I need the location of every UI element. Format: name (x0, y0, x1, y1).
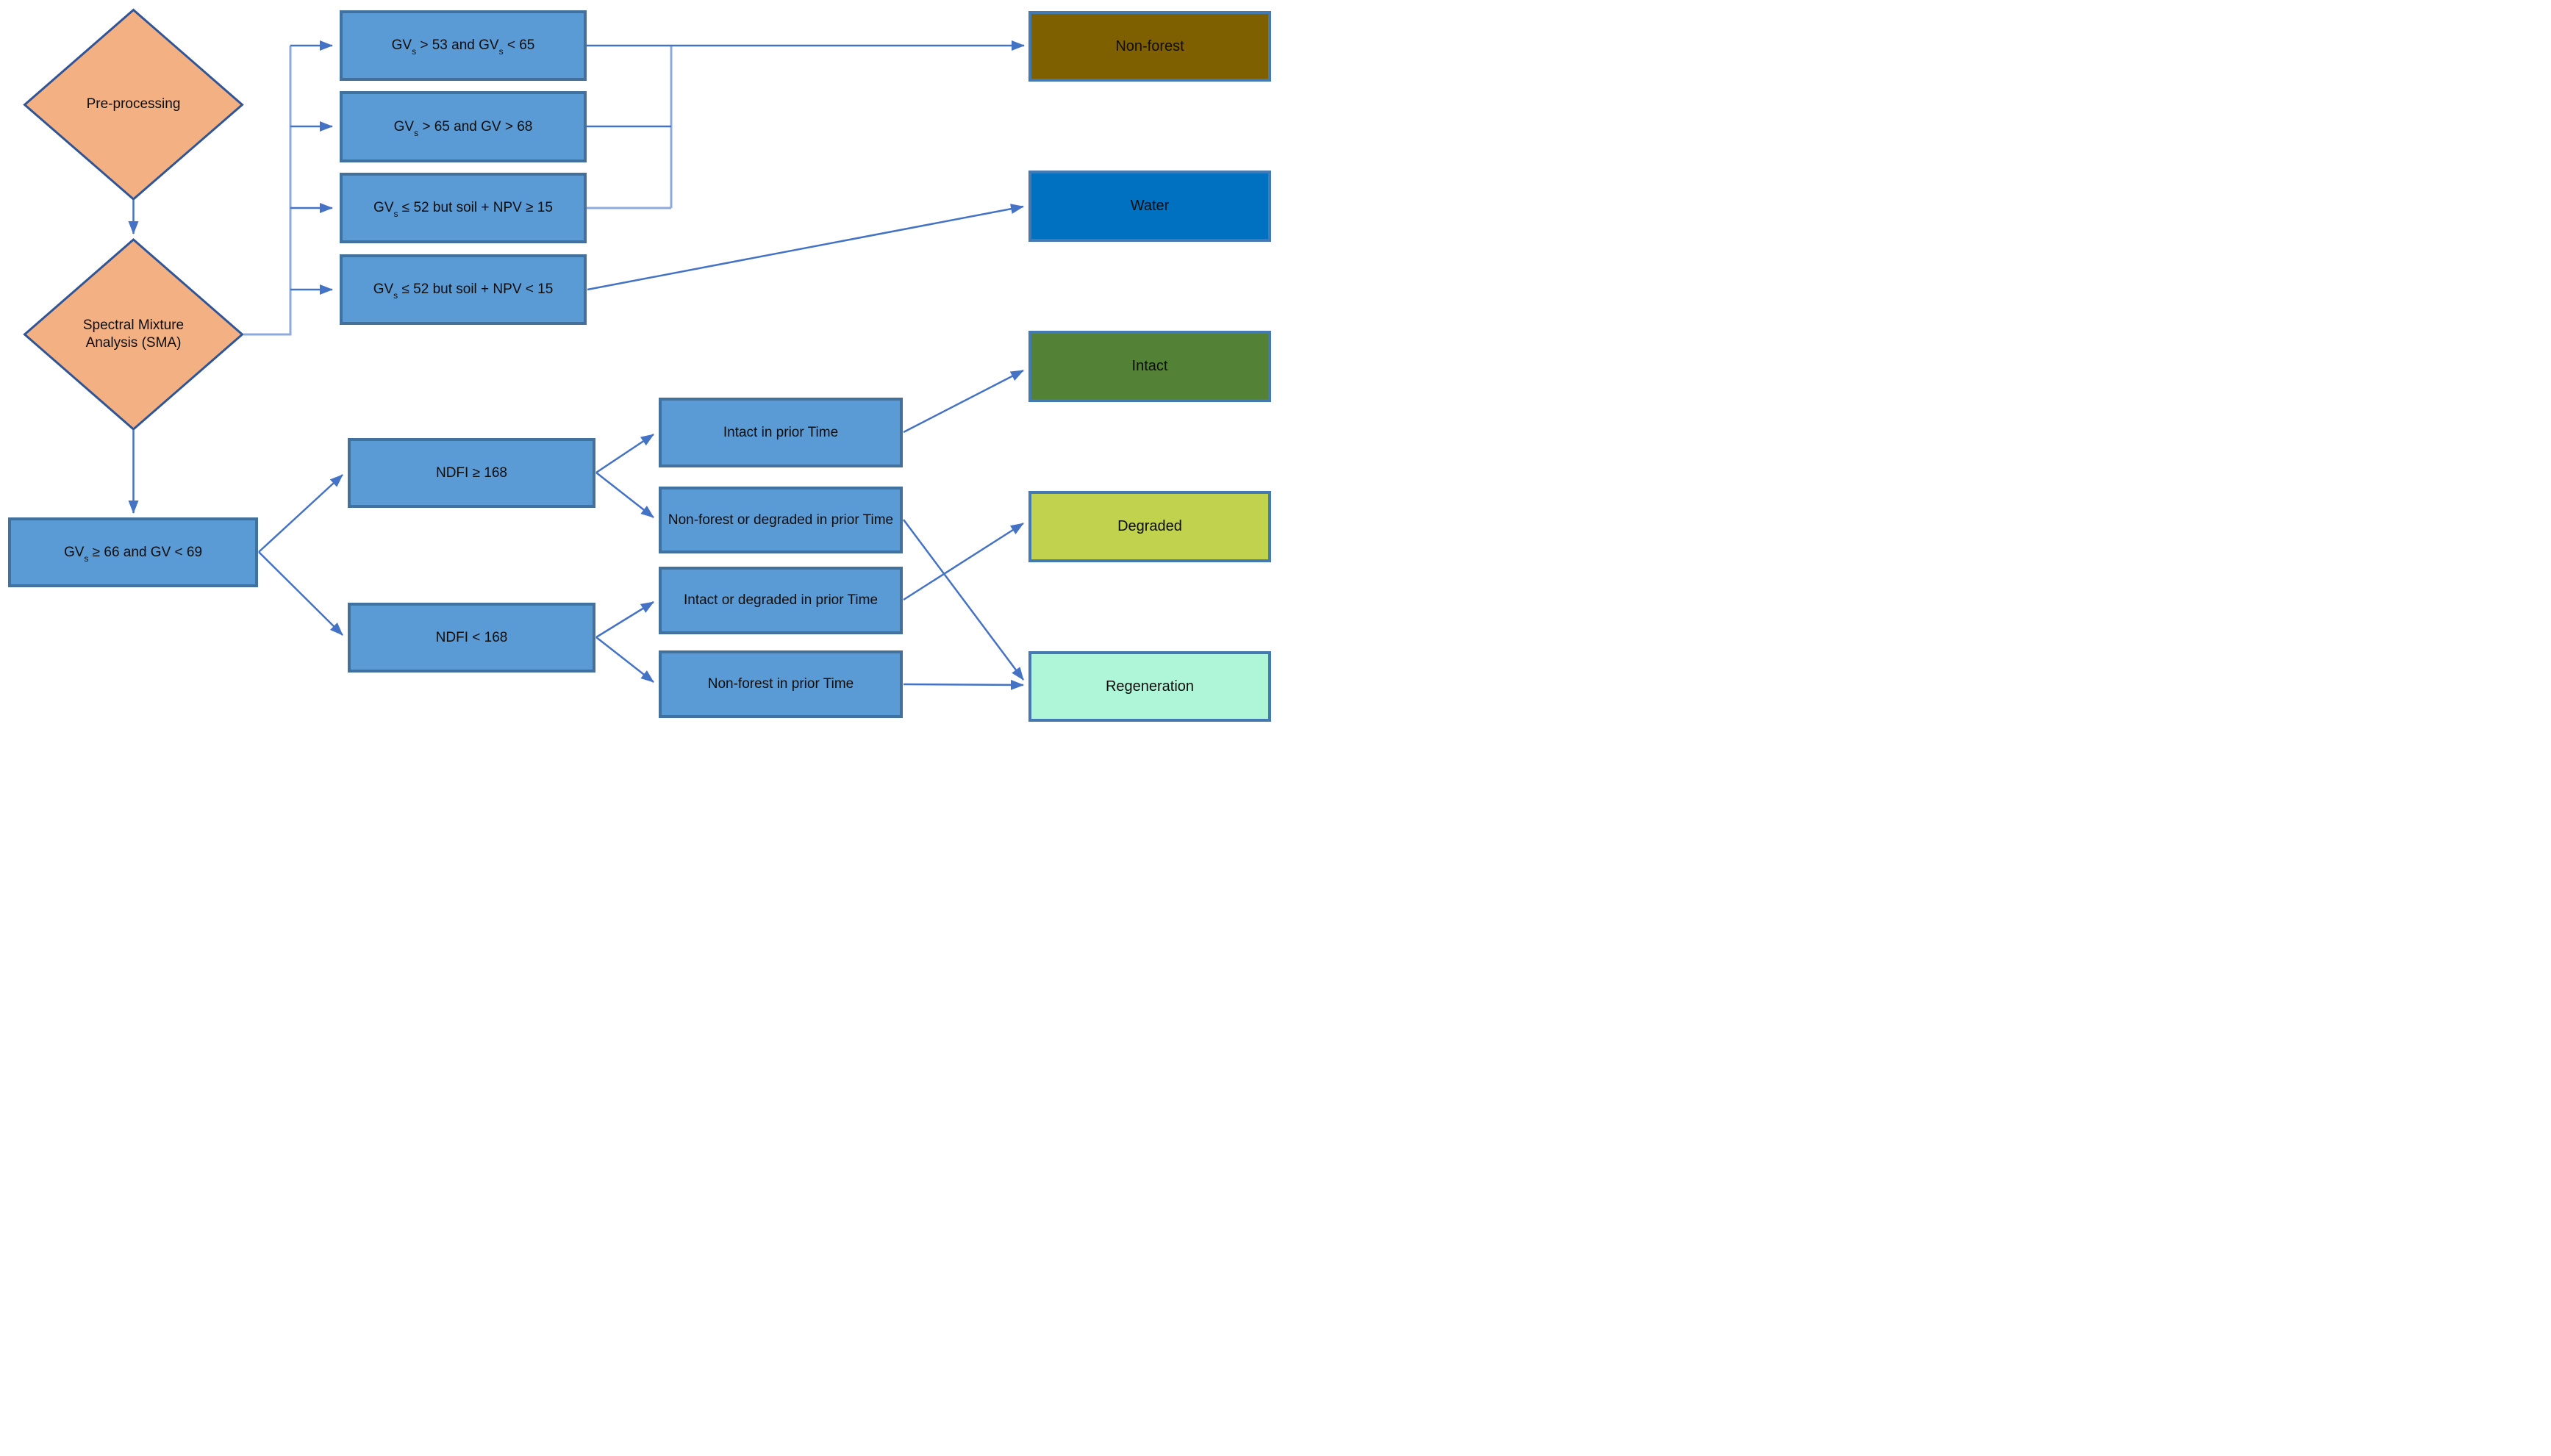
node-cond-gvs-le52-npv-lt15: GVs ≤ 52 but soil + NPV < 15 (340, 254, 587, 325)
edge-ndfi-lt-to-prior-intact-degraded (595, 600, 654, 639)
node-prior-intact: Intact in prior Time (659, 398, 903, 467)
node-label: NDFI < 168 (435, 629, 508, 645)
node-cond-gvs-ge66-gv-lt69: GVs ≥ 66 and GV < 69 (8, 517, 258, 587)
sma-text: Spectral Mixture Analysis (SMA) (82, 318, 185, 351)
result-intact: Intact (1028, 331, 1271, 402)
edge-prior-nonforest-degraded-to-regeneration (902, 519, 1025, 681)
node-ndfi-lt-168: NDFI < 168 (348, 603, 595, 673)
node-prior-nonforest-or-degraded: Non-forest or degraded in prior Time (659, 487, 903, 553)
node-label: GVs ≥ 66 and GV < 69 (63, 544, 203, 564)
result-label: Intact (1131, 358, 1168, 375)
node-label: GVs ≤ 52 but soil + NPV < 15 (373, 281, 554, 301)
node-label: NDFI ≥ 168 (435, 465, 507, 481)
node-prior-nonforest: Non-forest in prior Time (659, 650, 903, 718)
preprocessing-diamond (23, 8, 244, 201)
node-label: Intact in prior Time (723, 424, 839, 440)
edge-prior-intact-to-intact (903, 369, 1024, 434)
edge-gv66-to-ndfi-lt (258, 551, 343, 636)
node-label: GVs > 53 and GVs < 65 (391, 37, 535, 57)
flowchart-canvas: Pre-processing Spectral Mixture Analysis… (0, 0, 1276, 728)
result-label: Water (1130, 198, 1170, 215)
edge-cond4-to-water (587, 204, 1024, 291)
result-regeneration: Regeneration (1028, 651, 1271, 722)
result-water: Water (1028, 171, 1271, 242)
node-cond-gvs-le52-npv-ge15: GVs ≤ 52 but soil + NPV ≥ 15 (340, 173, 587, 243)
preprocessing-text: Pre-processing (86, 96, 181, 112)
edge-sma-feeder-bus (243, 46, 292, 336)
preprocessing-label: Pre-processing (45, 90, 222, 119)
flowchart-edges-layer (23, 8, 1025, 690)
node-label: GVs > 65 and GV > 68 (393, 118, 533, 138)
result-label: Non-forest (1115, 37, 1184, 54)
node-label: Non-forest in prior Time (707, 676, 854, 692)
result-label: Regeneration (1105, 678, 1195, 695)
sma-label: Spectral Mixture Analysis (SMA) (63, 311, 204, 358)
result-degraded: Degraded (1028, 491, 1271, 562)
node-prior-intact-or-degraded: Intact or degraded in prior Time (659, 567, 903, 634)
node-cond-gvs-gt65-gv-gt68: GVs > 65 and GV > 68 (340, 91, 587, 162)
sma-diamond (23, 238, 244, 431)
node-ndfi-ge-168: NDFI ≥ 168 (348, 438, 595, 508)
node-label: Non-forest or degraded in prior Time (668, 512, 894, 528)
edge-ndfi-lt-to-prior-nonforest (595, 636, 654, 683)
node-label: Intact or degraded in prior Time (683, 592, 879, 609)
edge-gv66-to-ndfi-ge (258, 474, 343, 553)
edge-ndfi-ge-to-prior-intact (595, 433, 654, 474)
node-cond-gvs-gt53-lt65: GVs > 53 and GVs < 65 (340, 10, 587, 81)
result-non-forest: Non-forest (1028, 11, 1271, 82)
result-label: Degraded (1117, 518, 1182, 535)
node-label: GVs ≤ 52 but soil + NPV ≥ 15 (373, 200, 553, 220)
edge-prior-nonforest-to-regeneration (903, 679, 1024, 690)
edge-prior-intact-degraded-to-degraded (903, 522, 1024, 601)
edge-ndfi-ge-to-prior-nonforest-degraded (595, 472, 654, 518)
